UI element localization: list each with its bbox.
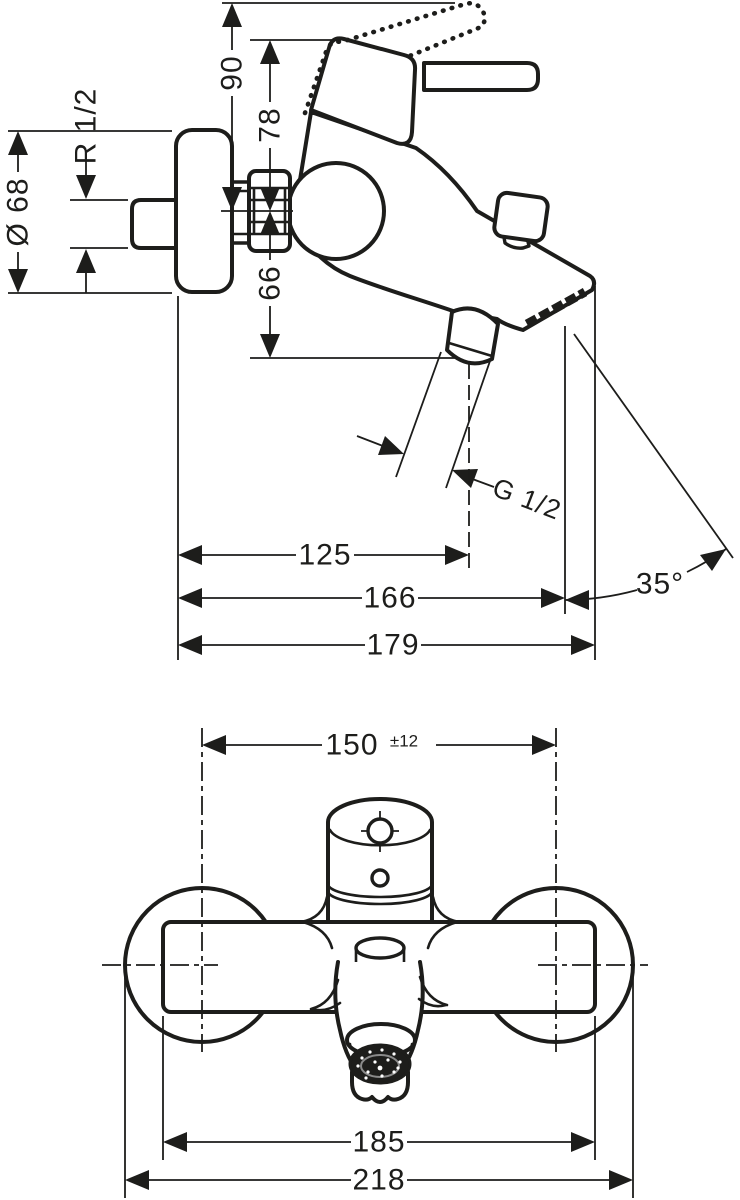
- arrow-diagonal-icon: [700, 549, 726, 571]
- column-step-arcs: [326, 882, 434, 906]
- aerator-face: [524, 288, 588, 328]
- dim-label-centres-tolerance: ±12: [390, 732, 418, 751]
- arrow-left-icon: [178, 588, 202, 608]
- handle-raised-dashed: [302, 0, 488, 116]
- aerator-stipple: [356, 1048, 402, 1080]
- dim-outlet-thread: G 1/2: [356, 351, 566, 526]
- arrow-up-icon: [8, 131, 28, 155]
- arrow-left-icon: [163, 1132, 187, 1152]
- hose-outlet-band: [447, 341, 494, 358]
- lever-pin-hole: [366, 817, 394, 845]
- dim-projection-hose-outlet: 125: [178, 539, 469, 572]
- dim-label-spout-angle: 35°: [636, 568, 684, 601]
- column-base-wings: [299, 895, 461, 950]
- arrow-left-icon: [202, 735, 226, 755]
- connection-ball: [286, 161, 386, 261]
- arrow-down-icon: [260, 187, 280, 211]
- diverter-cylinder-top: [354, 936, 406, 960]
- dim-overall-width: 218: [124, 972, 634, 1198]
- arrow-down-icon: [260, 334, 280, 358]
- arrow-left-icon: [125, 1170, 149, 1190]
- handle-column: [326, 797, 434, 924]
- arrow-up-icon: [222, 3, 242, 27]
- dim-label-overall-width: 218: [352, 1164, 405, 1197]
- arrow-right-icon: [571, 1132, 595, 1152]
- body-outline: [298, 110, 597, 332]
- dim-label-body-width: 185: [352, 1126, 405, 1159]
- aerator-inner-ring: [360, 1054, 400, 1078]
- spout-angle-line: [573, 333, 734, 559]
- dim-label-height-lower: 66: [254, 265, 287, 300]
- arrow-down-icon: [8, 269, 28, 293]
- inlet-nipple: [130, 198, 178, 250]
- dim-inlet-thread: R 1/2: [70, 88, 128, 293]
- arrow-down-icon: [222, 187, 242, 211]
- dim-body-width: 185: [162, 1016, 596, 1160]
- arrow-left-icon: [565, 590, 589, 610]
- dim-connection-centres: 150 ±12: [202, 729, 556, 762]
- arrow-right-icon: [445, 545, 469, 565]
- arrow-diagonal-icon: [452, 469, 478, 488]
- dim-escutcheon-diameter: Ø 68: [2, 130, 172, 294]
- side-view: Ø 68 R 1/2 90 78 66: [2, 0, 734, 662]
- arrow-up-icon: [260, 40, 280, 64]
- arrow-down-icon: [76, 175, 96, 199]
- arrow-right-icon: [609, 1170, 633, 1190]
- dim-height-lower: 66: [250, 211, 456, 359]
- dim-label-inlet-thread: R 1/2: [70, 88, 103, 165]
- dim-projection-total: 179: [178, 629, 595, 662]
- dim-label-connection-centres: 150: [325, 729, 378, 762]
- dim-projection-aerator: 166: [178, 582, 565, 615]
- dim-label-proj-hose-outlet: 125: [298, 539, 351, 572]
- arrow-up-icon: [76, 249, 96, 273]
- mixer-body-side: [130, 0, 597, 366]
- arrow-right-icon: [571, 635, 595, 655]
- lever-bar: [422, 61, 540, 92]
- dim-label-height-overall: 90: [216, 55, 249, 90]
- spout-housing-wings: [309, 975, 449, 1012]
- arrow-left-icon: [178, 545, 202, 565]
- dim-label-escutcheon-dia: Ø 68: [2, 177, 35, 246]
- arrow-left-icon: [178, 635, 202, 655]
- dim-height-overall: 90: [216, 2, 455, 212]
- dim-height-handle: 78: [250, 39, 341, 211]
- plan-view: 150 ±12 185 218: [102, 728, 648, 1198]
- dim-label-height-handle: 78: [254, 107, 287, 142]
- diverter-knob: [492, 190, 550, 244]
- mixer-body-plan: [102, 728, 648, 1104]
- dim-label-proj-total: 179: [366, 629, 419, 662]
- dim-label-outlet-thread: G 1/2: [488, 472, 565, 525]
- arrow-right-icon: [541, 588, 565, 608]
- arrow-right-icon: [532, 735, 556, 755]
- dim-label-proj-aerator: 166: [363, 582, 416, 615]
- arrow-diagonal-icon: [378, 436, 404, 455]
- dim-spout-angle: 35°: [564, 548, 727, 610]
- arrow-up-icon: [260, 211, 280, 235]
- screw-hole: [370, 868, 390, 888]
